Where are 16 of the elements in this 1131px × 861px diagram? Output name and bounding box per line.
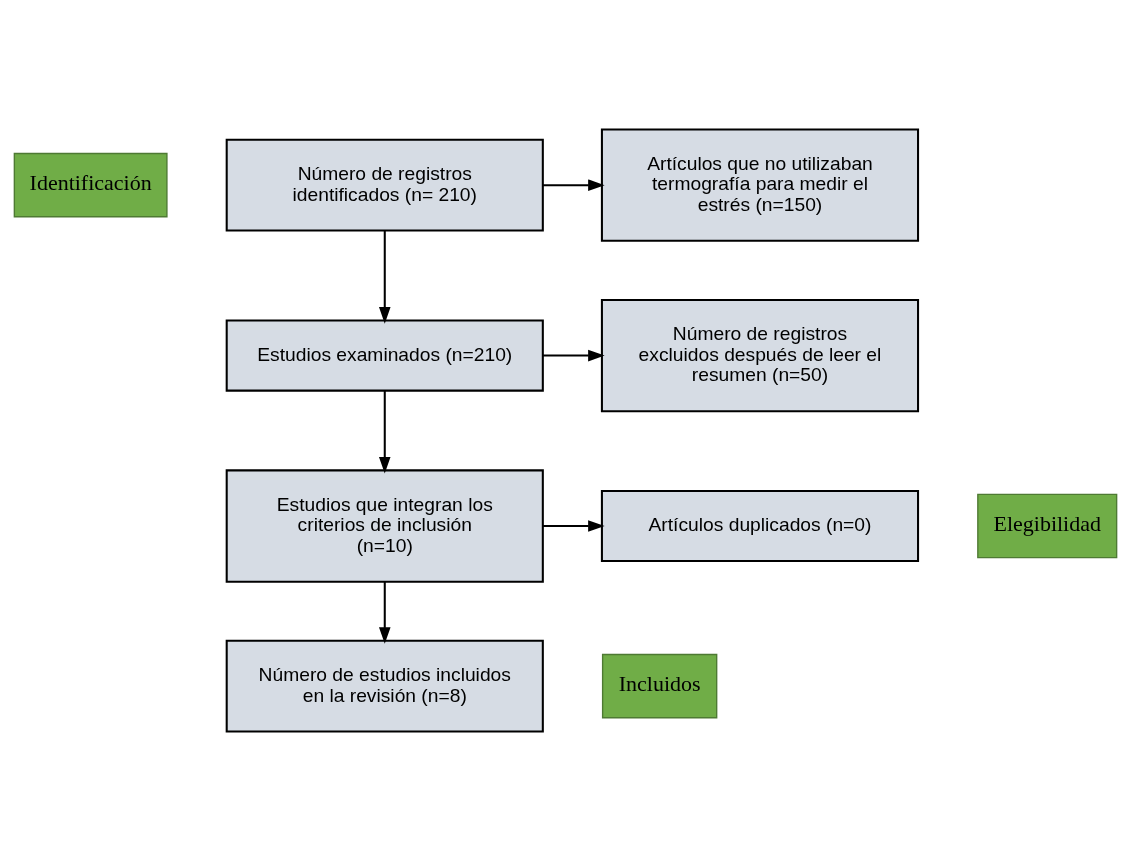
node-box: Estudios examinados (n=210) xyxy=(225,319,544,392)
arrow xyxy=(543,520,605,532)
node-box: Artículos duplicados (n=0) xyxy=(600,489,920,563)
arrow xyxy=(543,349,605,362)
arrow xyxy=(543,179,605,191)
arrow xyxy=(378,390,391,474)
node-box: Número de estudios incluidos en la revisión (n=8) xyxy=(225,639,544,733)
node-box: Incluidos xyxy=(601,653,718,719)
node-box: Número de registros identificados (n= 210) xyxy=(225,138,544,232)
arrow xyxy=(378,582,391,644)
node-box: Artículos que no utilizaban termografía para medir el estrés (n=150) xyxy=(600,128,920,242)
arrow xyxy=(378,230,391,324)
node-box: Estudios que integran los criterios de inclusión (n=10) xyxy=(225,469,544,583)
node-box: Número de registros excluidos después de leer el resumen (n=50) xyxy=(600,298,920,413)
node-box: Elegibilidad xyxy=(977,493,1118,559)
node-box: Identificación xyxy=(13,152,168,218)
